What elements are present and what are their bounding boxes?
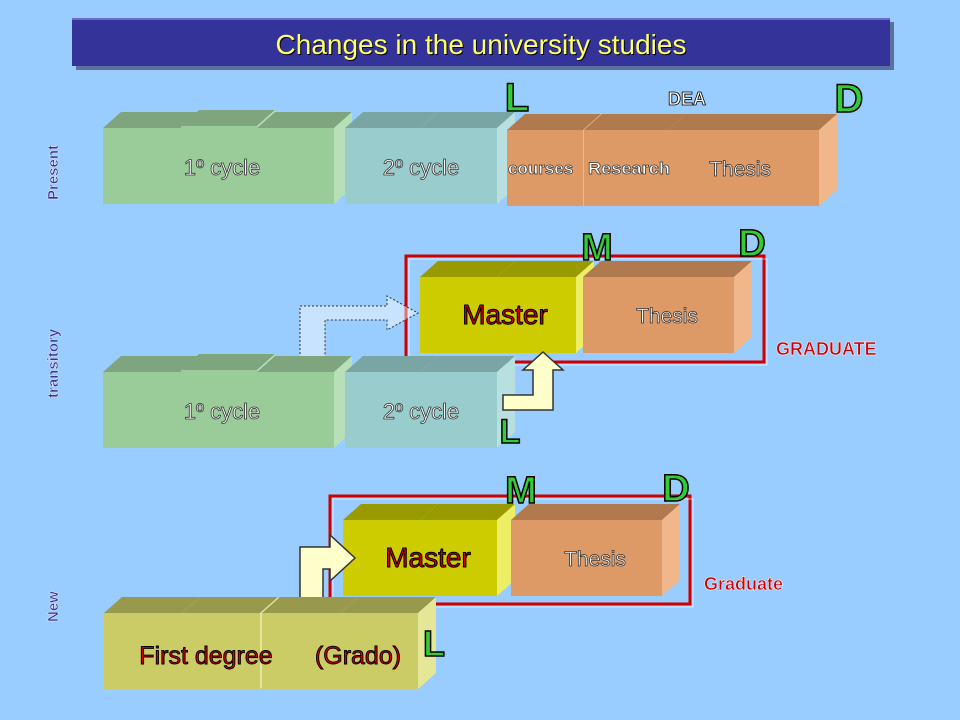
new-thesis-label: Thesis — [564, 548, 626, 571]
new-first-degree-label: First degree — [139, 642, 272, 670]
transitory-cycle2-label: 2º cycle — [383, 399, 460, 424]
row-label-transitory: transitory — [45, 328, 62, 398]
present-courses-label: courses — [508, 159, 573, 178]
new-row: Master Thesis M D Graduate First degree … — [104, 467, 783, 689]
transitory-cycle1-block-3 — [257, 356, 352, 448]
new-first-degree-block-1 — [104, 597, 200, 689]
new-letter-D: D — [662, 468, 689, 510]
present-cycle2-label: 2º cycle — [383, 155, 460, 180]
transitory-master-block-2 — [497, 261, 594, 353]
transitory-letter-D: D — [738, 223, 765, 265]
new-graduate-label: Graduate — [704, 574, 783, 594]
present-dea-label: DEA — [668, 89, 706, 109]
present-cycle2-block-1 — [345, 112, 438, 204]
present-thesis-block — [668, 114, 837, 206]
transitory-cycle1-label: 1º cycle — [184, 399, 261, 424]
transitory-solid-arrow — [502, 350, 565, 411]
present-letter-L: L — [505, 76, 529, 120]
new-master-block-2 — [420, 504, 515, 596]
transitory-row: Master Thesis M D GRADUATE 1º cycle 2º c… — [103, 222, 877, 452]
present-cycle1-label: 1º cycle — [184, 155, 261, 180]
transitory-master-label: Master — [462, 299, 548, 330]
new-solid-arrow — [299, 533, 357, 601]
transitory-thesis-label: Thesis — [636, 305, 698, 328]
present-row: 1º cycle 2º cycle courses Research Thesi… — [103, 75, 864, 206]
transitory-graduate-frame — [404, 254, 766, 364]
new-letter-M: M — [505, 470, 537, 512]
row-label-new: New — [45, 591, 62, 622]
new-grado-label: (Grado) — [315, 642, 401, 670]
row-label-present: Present — [45, 145, 62, 200]
new-letter-L: L — [423, 623, 445, 664]
title-bar: Changes in the university studies — [72, 18, 890, 66]
transitory-thesis-block — [583, 261, 752, 353]
transitory-dotted-arrow — [299, 295, 420, 359]
present-letter-D: D — [835, 77, 864, 121]
transitory-graduate-label: GRADUATE — [776, 339, 877, 359]
transitory-letter-M: M — [581, 227, 613, 269]
new-first-degree-block-4 — [340, 597, 436, 689]
page-title: Changes in the university studies — [275, 29, 687, 60]
present-cycle1-block-3 — [257, 112, 352, 204]
present-thesis-label: Thesis — [709, 158, 771, 181]
new-thesis-block — [511, 504, 680, 596]
transitory-letter-L: L — [500, 413, 521, 451]
present-research-label: Research — [588, 159, 670, 178]
new-master-label: Master — [385, 542, 471, 573]
